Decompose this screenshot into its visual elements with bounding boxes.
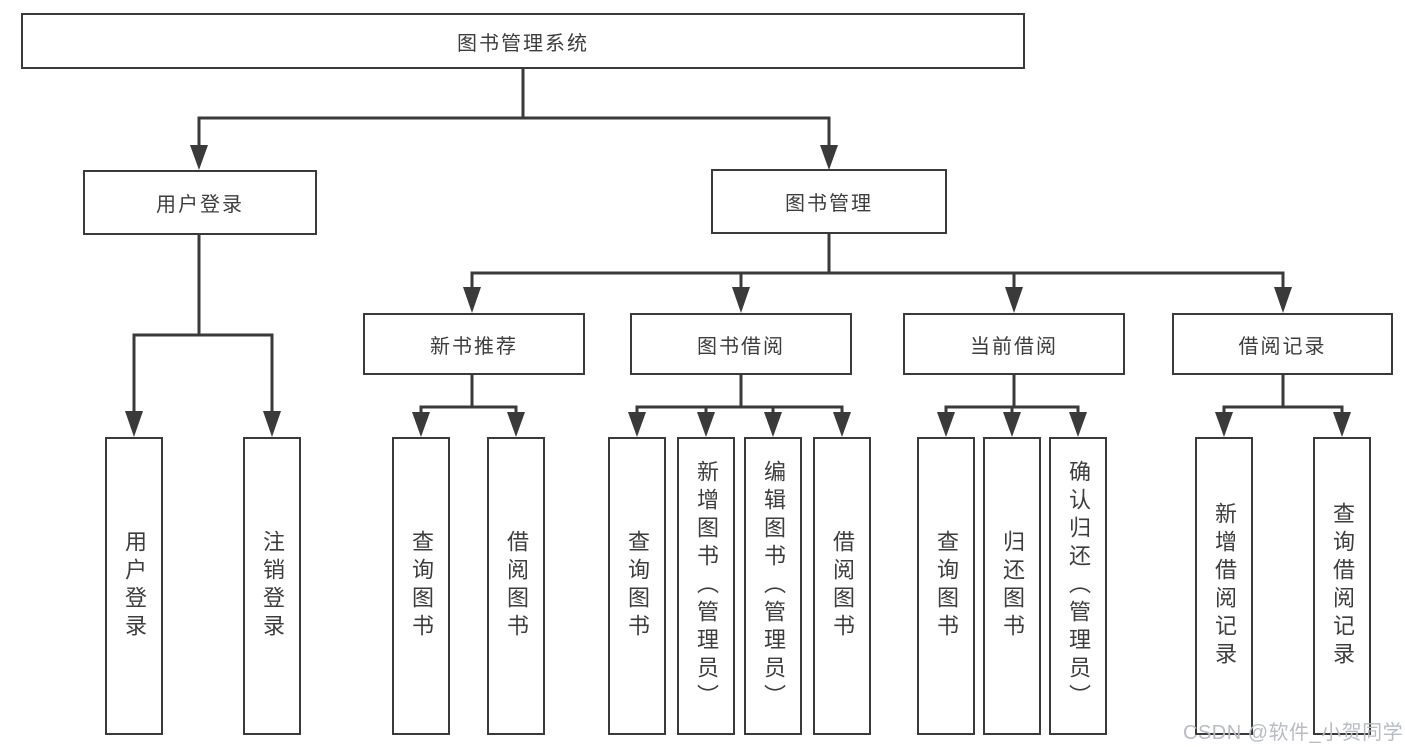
node-new-book-recommend: 新书推荐 [363, 313, 585, 375]
leaf-edit-books-admin: 编辑图书（管理员） [744, 437, 802, 735]
connector-current-borrow-branch [937, 375, 1087, 437]
leaf-borrow-books-2-label: 借阅图书 [830, 530, 855, 642]
leaf-add-books-admin-label: 新增图书（管理员） [694, 460, 719, 712]
node-borrow-records-label: 借阅记录 [1238, 335, 1327, 358]
leaf-query-books-2: 查询图书 [608, 437, 666, 735]
node-book-management-label: 图书管理 [785, 193, 873, 215]
leaf-return-books: 归还图书 [983, 437, 1041, 735]
node-new-book-recommend-label: 新书推荐 [430, 335, 518, 358]
node-book-borrow-label: 图书借阅 [697, 335, 785, 358]
node-book-management: 图书管理 [711, 169, 947, 234]
connector-user-login-branch [125, 234, 281, 437]
leaf-query-borrow-record-label: 查询借阅记录 [1330, 502, 1355, 670]
connector-new-book-branch [412, 375, 525, 437]
node-book-borrow: 图书借阅 [630, 313, 852, 375]
watermark: CSDN @软件_小贺同学 [1183, 722, 1404, 744]
node-current-borrow: 当前借阅 [903, 313, 1125, 375]
leaf-confirm-return-admin-label: 确认归还（管理员） [1066, 460, 1091, 712]
root-node: 图书管理系统 [21, 13, 1025, 69]
leaf-borrow-books-1-label: 借阅图书 [504, 530, 529, 642]
leaf-user-login: 用户登录 [105, 437, 163, 735]
node-user-login-label: 用户登录 [156, 194, 244, 216]
leaf-return-books-label: 归还图书 [1000, 530, 1025, 642]
node-borrow-records: 借阅记录 [1172, 313, 1393, 375]
leaf-confirm-return-admin: 确认归还（管理员） [1049, 437, 1107, 735]
leaf-add-books-admin: 新增图书（管理员） [677, 437, 735, 735]
root-label: 图书管理系统 [457, 32, 589, 55]
connector-borrow-records-branch [1215, 375, 1351, 437]
leaf-query-books-1-label: 查询图书 [409, 530, 434, 642]
connector-book-management-branch [463, 233, 1292, 313]
leaf-borrow-books-1: 借阅图书 [487, 437, 545, 735]
leaf-logout-label: 注销登录 [260, 530, 285, 642]
leaf-borrow-books-2: 借阅图书 [813, 437, 871, 735]
leaf-edit-books-admin-label: 编辑图书（管理员） [761, 460, 786, 712]
leaf-add-borrow-record-label: 新增借阅记录 [1212, 502, 1237, 670]
leaf-query-books-1: 查询图书 [392, 437, 450, 735]
node-current-borrow-label: 当前借阅 [970, 335, 1058, 358]
node-user-login: 用户登录 [83, 170, 317, 235]
connector-book-borrow-branch [628, 375, 851, 437]
connector-root-to-level2 [190, 69, 838, 170]
leaf-user-login-label: 用户登录 [122, 530, 147, 642]
leaf-logout: 注销登录 [243, 437, 301, 735]
leaf-query-books-3-label: 查询图书 [934, 530, 959, 642]
leaf-query-books-3: 查询图书 [917, 437, 975, 735]
leaf-query-borrow-record: 查询借阅记录 [1313, 437, 1371, 735]
leaf-query-books-2-label: 查询图书 [625, 530, 650, 642]
leaf-add-borrow-record: 新增借阅记录 [1195, 437, 1253, 735]
